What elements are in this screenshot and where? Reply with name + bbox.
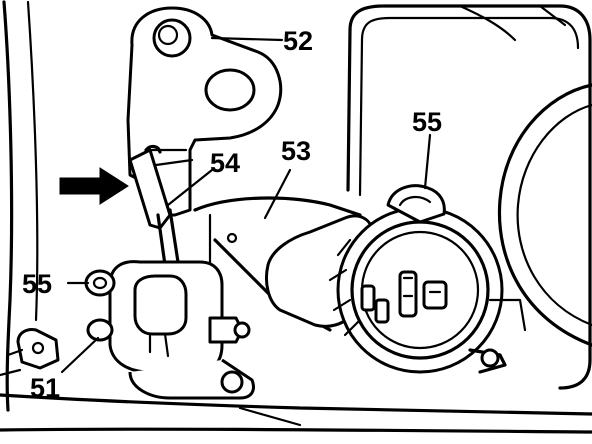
body-panel-outline	[0, 0, 592, 434]
retaining-clip	[0, 318, 114, 377]
mounting-bracket	[126, 6, 283, 217]
adjusting-shaft	[128, 144, 180, 267]
callout-51: 51	[30, 373, 60, 403]
adjuster-gearbox	[84, 260, 255, 400]
callout-54: 54	[210, 148, 240, 178]
callout-53: 53	[281, 136, 311, 166]
callout-leaders	[60, 36, 432, 374]
callout-55-left: 55	[22, 269, 52, 299]
headlamp-housing	[346, 4, 592, 390]
callout-55-right: 55	[412, 107, 442, 137]
arrow-indicator-icon	[59, 167, 129, 205]
callout-52: 52	[283, 26, 313, 56]
lamp-socket	[265, 184, 527, 374]
